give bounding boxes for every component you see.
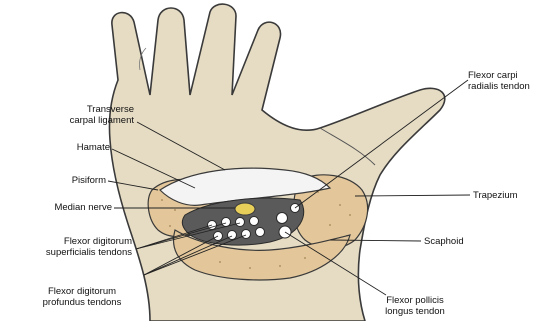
label-pisiform: Pisiform [36,175,106,186]
label-hamate: Hamate [40,142,110,153]
label-flexor-digitorum-superficialis: Flexor digitorum superficialis tendons [10,236,132,258]
median-nerve-shape [235,203,255,215]
label-median-nerve: Median nerve [20,202,112,213]
label-transverse-carpal-ligament: Transverse carpal ligament [34,104,134,126]
label-scaphoid: Scaphoid [424,236,494,247]
label-flexor-carpi-radialis: Flexor carpi radialis tendon [468,70,554,92]
label-trapezium: Trapezium [473,190,543,201]
label-flexor-digitorum-profundus: Flexor digitorum profundus tendons [26,286,138,308]
label-flexor-pollicis-longus: Flexor pollicis longus tendon [370,295,460,317]
